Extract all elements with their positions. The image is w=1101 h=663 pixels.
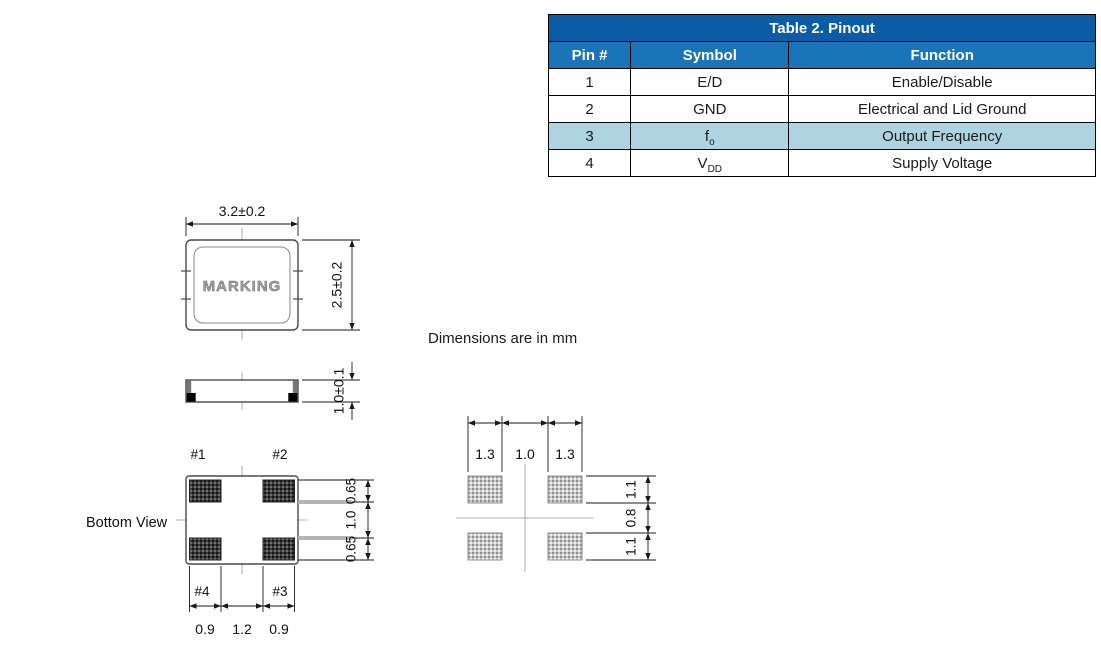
bottom-view-vertical-dimensions: 0.65 1.0 0.65 — [298, 478, 374, 562]
function-cell: Electrical and Lid Ground — [788, 95, 1096, 123]
side-view-drawing: 1.0±0.1 — [185, 362, 360, 420]
top-view-width-dim: 3.2±0.2 — [219, 203, 266, 219]
side-view-body — [185, 379, 299, 403]
symbol-cell: GND — [630, 95, 790, 123]
top-view-height-dim: 2.5±0.2 — [329, 261, 345, 308]
land-vertical-dimensions: 1.1 0.8 1.1 — [586, 475, 656, 561]
height-dimension: 2.5±0.2 — [302, 239, 360, 331]
land-dim-gap-h: 0.8 — [624, 509, 639, 528]
land-pattern-drawing: 1.3 1.0 1.3 1.1 0.8 — [456, 416, 656, 572]
pin-cell: 3 — [547, 122, 632, 150]
units-note: Dimensions are in mm — [428, 330, 578, 347]
bottom-view-dim-gap-v: 1.0 — [344, 511, 359, 530]
land-dim-gap-w: 1.0 — [515, 446, 535, 462]
package-lid-outline — [193, 246, 291, 324]
function-cell: Supply Voltage — [788, 149, 1096, 177]
side-view-right-pad — [288, 393, 298, 402]
bottom-view-drawing: Bottom View #1 #2 #3 #4 — [86, 447, 374, 637]
top-view-drawing: MARKING 3.2±0.2 2.5±0.2 — [181, 203, 360, 340]
symbol-cell: fo — [630, 122, 790, 150]
bottom-view-dim-pad-left: 0.9 — [195, 621, 215, 637]
land-pad-top-left — [467, 475, 503, 504]
bottom-pad-3 — [262, 537, 295, 561]
table-title: Table 2. Pinout — [548, 14, 1096, 42]
castellation-marks — [181, 270, 303, 300]
table-header-row: Pin # Symbol Function — [547, 41, 1096, 69]
bottom-view-dim-gap-h: 1.2 — [232, 621, 252, 637]
marking-text: MARKING — [203, 278, 282, 295]
pin3-label: #3 — [272, 584, 287, 599]
symbol-cell: VDD — [630, 149, 790, 177]
bottom-view-horizontal-dimensions: 0.9 1.2 0.9 — [189, 566, 295, 637]
mechanical-drawings: MARKING 3.2±0.2 2.5±0.2 — [86, 203, 656, 637]
land-pad-bottom-left — [467, 532, 503, 561]
pin-cell: 1 — [547, 68, 632, 96]
pin-cell: 4 — [547, 149, 632, 177]
land-dim-pad-bottom-h: 1.1 — [624, 537, 639, 556]
table-title-row: Table 2. Pinout — [548, 14, 1096, 42]
side-view-left-castellation — [186, 380, 192, 402]
bottom-pad-4 — [189, 537, 222, 561]
bottom-view-dim-pad-right: 0.9 — [269, 621, 289, 637]
pin4-label: #4 — [194, 584, 210, 599]
package-outline — [185, 239, 299, 331]
bottom-view-dim-pad-top: 0.65 — [344, 478, 359, 504]
land-horizontal-dimensions: 1.3 1.0 1.3 — [467, 416, 583, 472]
function-cell: Output Frequency — [788, 122, 1096, 150]
bottom-pad-2 — [262, 479, 295, 503]
land-pad-bottom-right — [547, 532, 583, 561]
bottom-view-label: Bottom View — [86, 515, 168, 531]
land-pad-top-right — [547, 475, 583, 504]
land-dim-pad-top-h: 1.1 — [624, 480, 639, 499]
table-row: 1 E/D Enable/Disable — [547, 68, 1096, 96]
header-function: Function — [788, 41, 1096, 69]
pin1-label: #1 — [190, 447, 205, 462]
side-view-right-castellation — [292, 380, 298, 402]
side-view-left-pad — [186, 393, 196, 402]
table-row: 4 VDD Supply Voltage — [547, 149, 1096, 177]
bottom-view-dim-pad-bottom: 0.65 — [344, 536, 359, 562]
table-row-highlighted: 3 fo Output Frequency — [547, 122, 1096, 150]
thickness-dimension: 1.0±0.1 — [302, 362, 360, 420]
side-view-thickness-dim: 1.0±0.1 — [331, 367, 347, 414]
function-cell: Enable/Disable — [788, 68, 1096, 96]
width-dimension: 3.2±0.2 — [185, 203, 299, 236]
land-dim-pad-right-w: 1.3 — [555, 446, 575, 462]
land-dim-pad-left-w: 1.3 — [475, 446, 495, 462]
table-row: 2 GND Electrical and Lid Ground — [547, 95, 1096, 123]
pin2-label: #2 — [272, 447, 287, 462]
pinout-table: Table 2. Pinout Pin # Symbol Function 1 … — [547, 14, 1096, 177]
bottom-pad-1 — [189, 479, 222, 503]
symbol-cell: E/D — [630, 68, 790, 96]
